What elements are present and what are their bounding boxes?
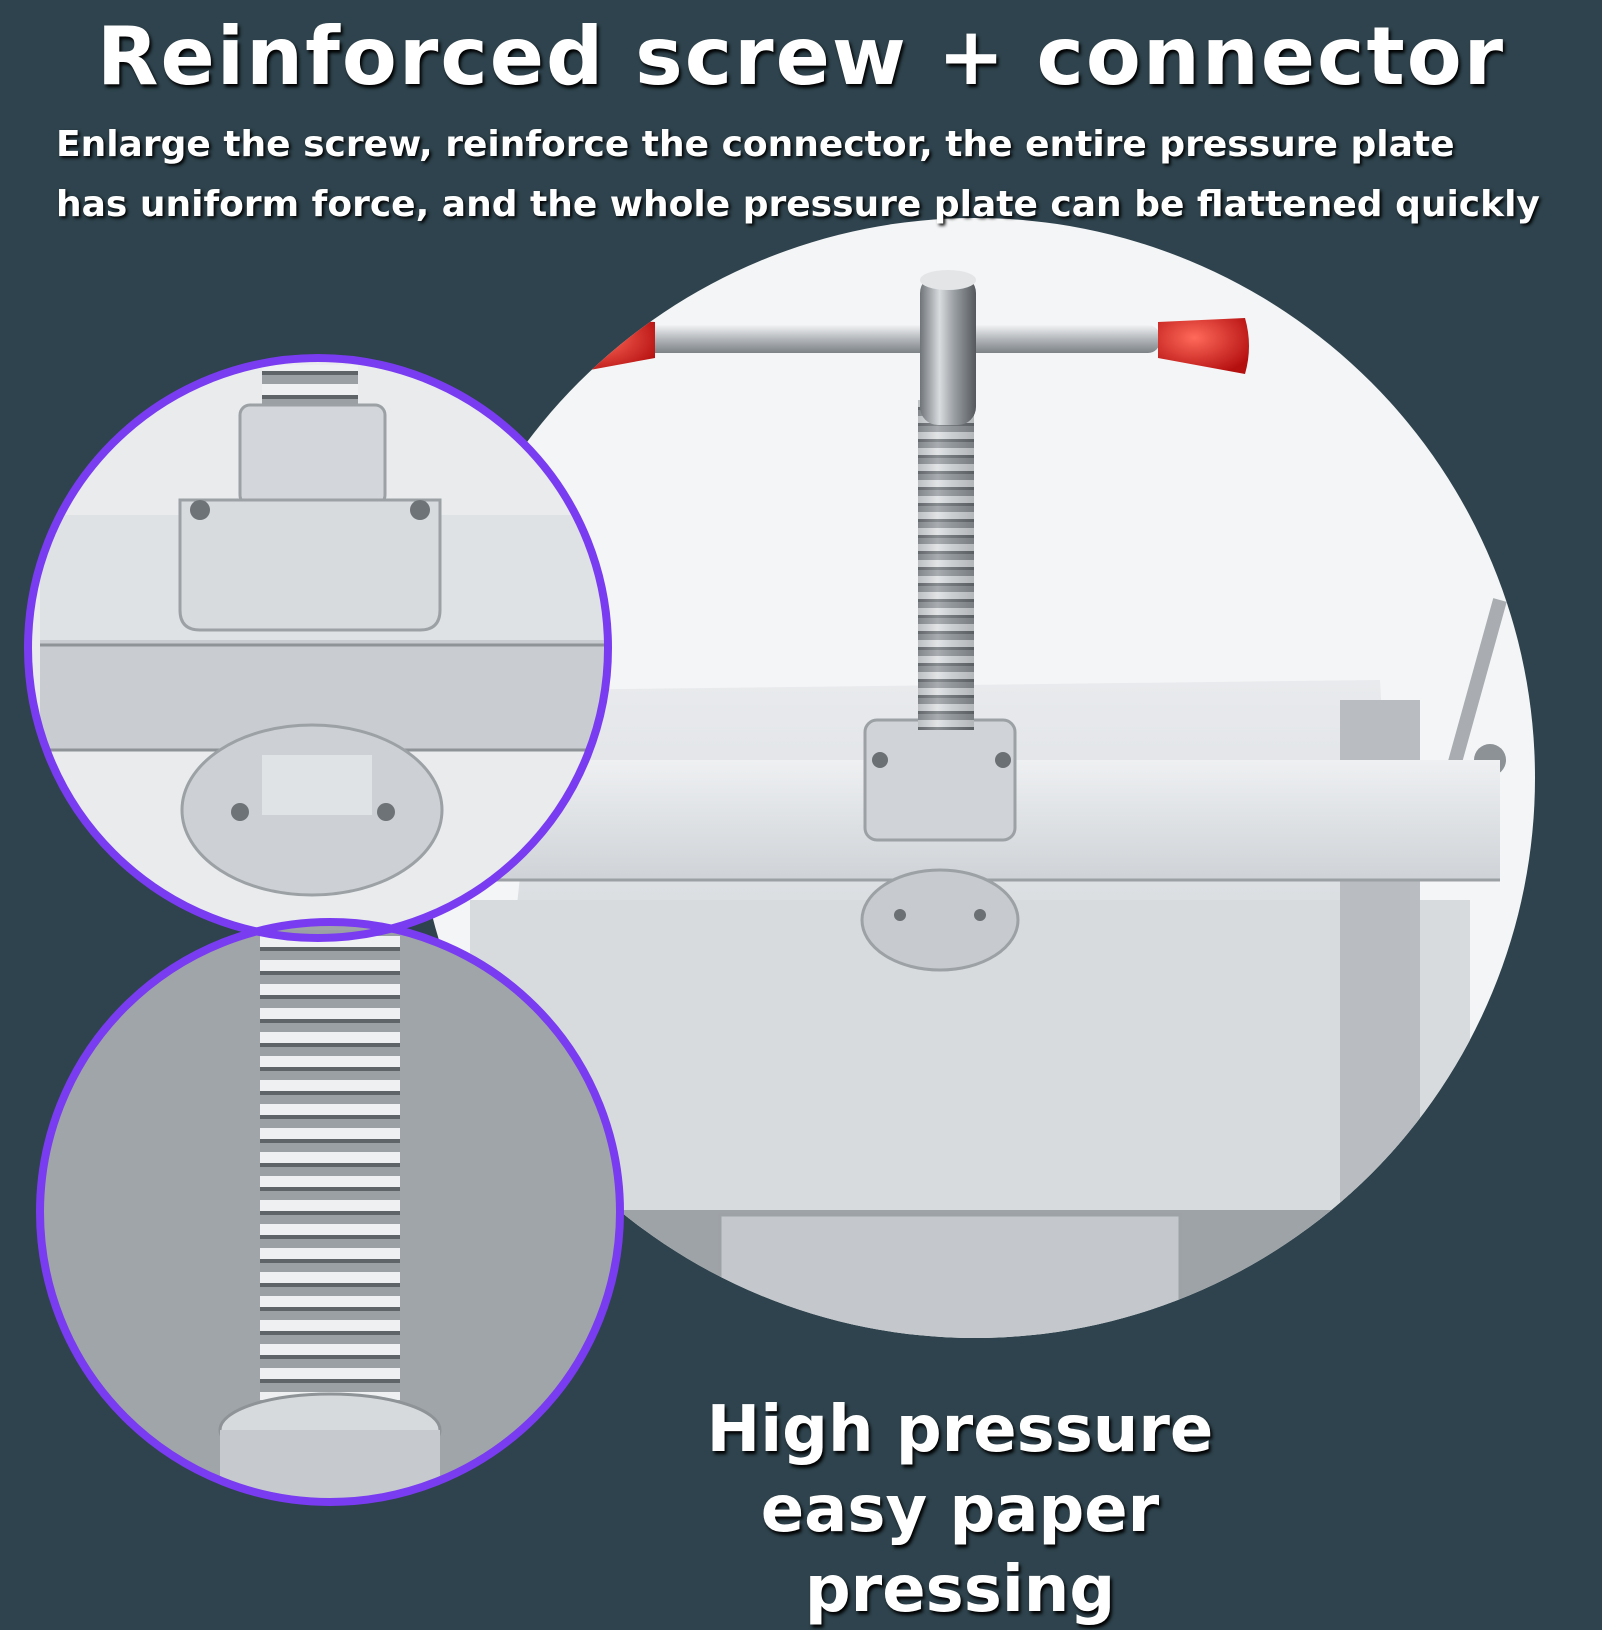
main-press-photo — [415, 218, 1535, 1338]
description-line-2: has uniform force, and the whole pressur… — [56, 184, 1540, 225]
headline: Reinforced screw + connector — [96, 10, 1506, 103]
description: Enlarge the screw, reinforce the connect… — [56, 115, 1596, 235]
caption-line-2: easy paper pressing — [760, 1473, 1160, 1627]
connector-detail-photo — [28, 358, 608, 938]
screw-thread-detail-photo — [40, 922, 620, 1502]
caption-line-1: High pressure — [706, 1393, 1214, 1467]
connector-detail-ring — [24, 354, 612, 942]
screw-detail-ring — [36, 918, 624, 1506]
description-line-1: Enlarge the screw, reinforce the connect… — [56, 124, 1455, 165]
